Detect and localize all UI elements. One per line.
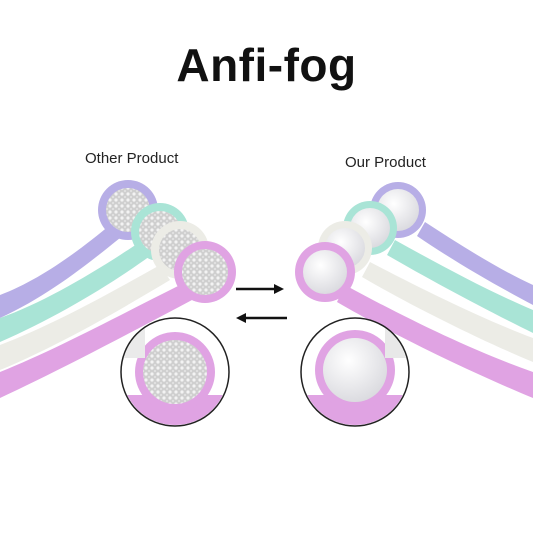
other-product-mirrors — [0, 180, 236, 398]
clear-mirror-closeup — [300, 317, 410, 427]
arrow-right-icon — [236, 284, 284, 294]
our-product-mirrors — [295, 182, 533, 398]
arrow-left-icon — [236, 313, 287, 323]
fogged-mirror-closeup — [120, 317, 230, 427]
our-product-label: Our Product — [345, 154, 426, 171]
other-product-label: Other Product — [85, 150, 179, 167]
page-title: Anfi-fog — [176, 39, 357, 91]
